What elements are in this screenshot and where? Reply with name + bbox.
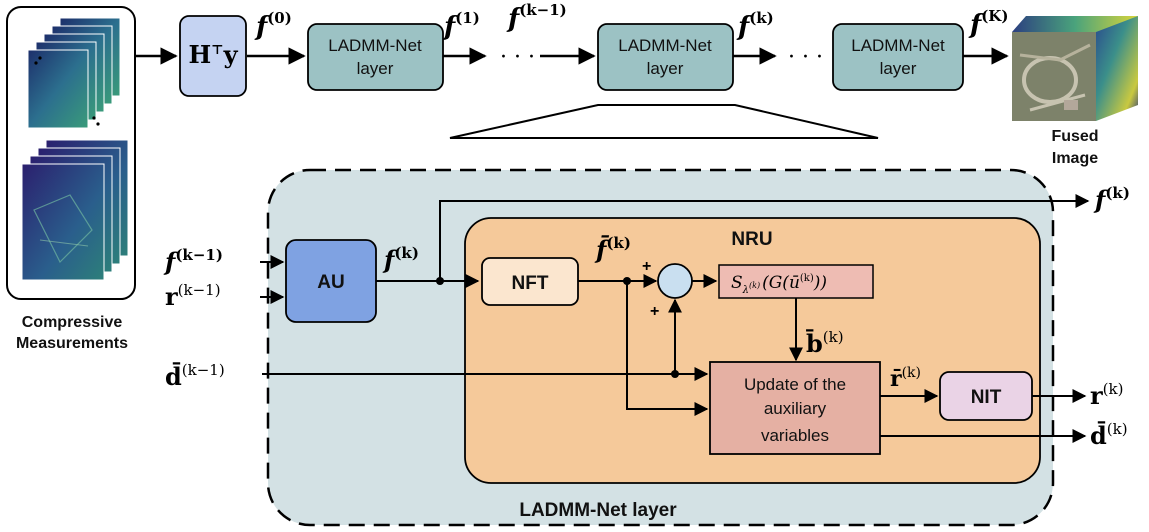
svg-text:Update of the: Update of the xyxy=(744,375,846,394)
plus-top: + xyxy=(642,258,651,275)
init-op-tail: y xyxy=(223,40,239,69)
label-f1: f(1) xyxy=(442,9,480,42)
output-label-line1: Fused xyxy=(1051,128,1098,145)
svg-text:LADMM-Net: LADMM-Net xyxy=(328,36,422,55)
ladmm-layer-1: LADMM-Net layer xyxy=(307,23,444,91)
au-output-fk: f(k) xyxy=(382,244,419,274)
output-label-line2: Image xyxy=(1052,150,1098,167)
svg-text:layer: layer xyxy=(880,59,917,78)
input-f-km1: f(k−1) xyxy=(163,246,223,276)
measurement-stack-bottom xyxy=(21,139,129,281)
measurement-stack-top xyxy=(27,17,121,129)
arrow-fbar-to-update xyxy=(626,281,709,416)
plus-bottom: + xyxy=(650,303,659,320)
sum-node xyxy=(657,263,693,299)
au-block: AU xyxy=(285,239,377,323)
svg-text:variables: variables xyxy=(761,426,829,445)
svg-text:NFT: NFT xyxy=(512,273,549,294)
label-fK: f(K) xyxy=(968,7,1008,40)
svg-text:auxiliary: auxiliary xyxy=(764,399,827,418)
detail-title: LADMM-Net layer xyxy=(519,500,677,521)
svg-text:layer: layer xyxy=(357,59,394,78)
compressive-measurements-panel xyxy=(6,6,136,300)
zoom-trapezoid xyxy=(449,104,879,139)
ladmm-layer-k: LADMM-Net layer xyxy=(597,23,734,91)
input-label-line2: Measurements xyxy=(16,335,128,352)
label-fkm1: f(k−1) xyxy=(506,1,567,34)
shrinkage-block: Sλ(k)(G(ū(k))) xyxy=(718,264,874,299)
label-f0: f(0) xyxy=(254,9,292,42)
nit-block: NIT xyxy=(939,371,1033,421)
svg-text:LADMM-Net: LADMM-Net xyxy=(851,36,945,55)
output-r-k: r(k) xyxy=(1090,380,1123,410)
output-fk: f(k) xyxy=(1093,184,1130,214)
label-fbar: f̄(k) xyxy=(594,234,631,264)
label-bbar: b̄(k) xyxy=(806,328,844,358)
fused-image-cube xyxy=(1012,16,1138,121)
nru-title: NRU xyxy=(731,229,772,250)
ladmm-layer-K: LADMM-Net layer xyxy=(832,23,964,91)
ellipsis-1: · · · xyxy=(500,45,535,70)
nru-container xyxy=(464,217,1041,484)
input-d-km1: d̄(k−1) xyxy=(165,361,225,391)
init-op-h: H xyxy=(188,40,211,69)
svg-text:LADMM-Net: LADMM-Net xyxy=(618,36,712,55)
label-rbar: r̄(k) xyxy=(890,365,921,392)
nft-block: NFT xyxy=(481,257,579,306)
svg-text:H⊤y: H⊤y xyxy=(188,40,238,69)
input-r-km1: r(k−1) xyxy=(165,281,221,311)
svg-text:AU: AU xyxy=(317,272,344,293)
svg-text:NIT: NIT xyxy=(971,387,1002,408)
init-op-sup: ⊤ xyxy=(211,43,223,58)
update-auxiliary-block: Update of the auxiliary variables xyxy=(709,361,881,455)
label-fk-top: f(k) xyxy=(736,9,774,42)
svg-text:layer: layer xyxy=(647,59,684,78)
init-operator-box: H⊤y xyxy=(179,15,247,97)
svg-text:Sλ(k)(G(ū(k))): Sλ(k)(G(ū(k))) xyxy=(731,273,827,296)
input-label-line1: Compressive xyxy=(22,314,123,331)
arrow-fk-bypass xyxy=(439,194,1090,281)
output-d-k: d̄(k) xyxy=(1090,420,1128,450)
ellipsis-2: · · · xyxy=(788,45,823,70)
